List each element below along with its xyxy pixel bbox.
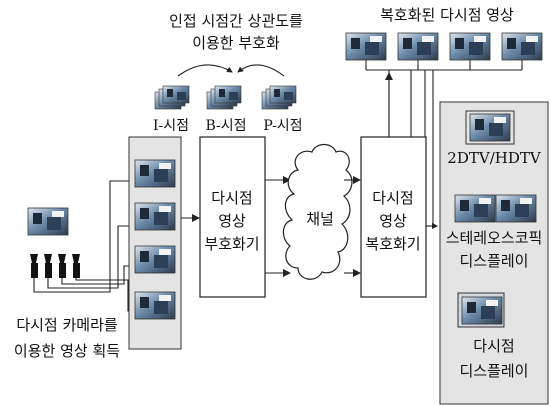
multiview-encoder-box <box>199 136 266 298</box>
prediction-arrow-left <box>177 64 233 77</box>
camera-caption-line1: 다시점 카메라를 <box>16 316 118 334</box>
decoder-label-line3: 복호화기 <box>365 235 420 253</box>
tv-display-image <box>465 110 515 145</box>
camera-output-wires <box>33 178 135 314</box>
encoder-label-line1: 다시점 <box>211 189 252 207</box>
channel-cloud <box>282 143 353 280</box>
decoded-view-images <box>345 32 543 61</box>
decoded-multiview-label: 복호화된 다시점 영상 <box>380 6 514 24</box>
camera-caption-line2: 이용한 영상 획득 <box>14 342 120 360</box>
decoder-label-line2: 영상 <box>379 212 407 230</box>
captured-scene-image <box>27 207 69 236</box>
multiview-decoder-box <box>360 136 427 298</box>
channel-label: 채널 <box>306 210 334 228</box>
b-view-label: B-시점 <box>205 118 246 134</box>
stereoscopic-display-label-line2: 디스플레이 <box>459 252 528 270</box>
multiview-display-label-line2: 디스플레이 <box>459 362 528 380</box>
top-caption-line1: 인접 시점간 상관도를 <box>169 12 303 30</box>
tv-display-label: 2DTV/HDTV <box>447 149 542 167</box>
decoder-label-line1: 다시점 <box>372 189 413 207</box>
p-view-frame-stack <box>261 85 297 110</box>
b-view-frame-stack <box>206 85 242 110</box>
encoder-label-line3: 부호화기 <box>204 235 259 253</box>
multiview-display-image <box>457 292 505 328</box>
encoder-label-line2: 영상 <box>218 212 246 230</box>
prediction-arrow-right <box>237 64 285 77</box>
display-devices-panel <box>439 101 549 405</box>
top-caption-line2: 이용한 부호화 <box>192 34 280 52</box>
multiview-camera-array <box>30 254 80 278</box>
stereoscopic-display-label-line1: 스테레오스코픽 <box>446 229 543 247</box>
i-view-label: I-시점 <box>153 118 189 134</box>
i-view-frame-stack <box>154 85 190 110</box>
multiview-display-label-line1: 다시점 <box>473 337 514 355</box>
p-view-label: P-시점 <box>263 118 302 134</box>
